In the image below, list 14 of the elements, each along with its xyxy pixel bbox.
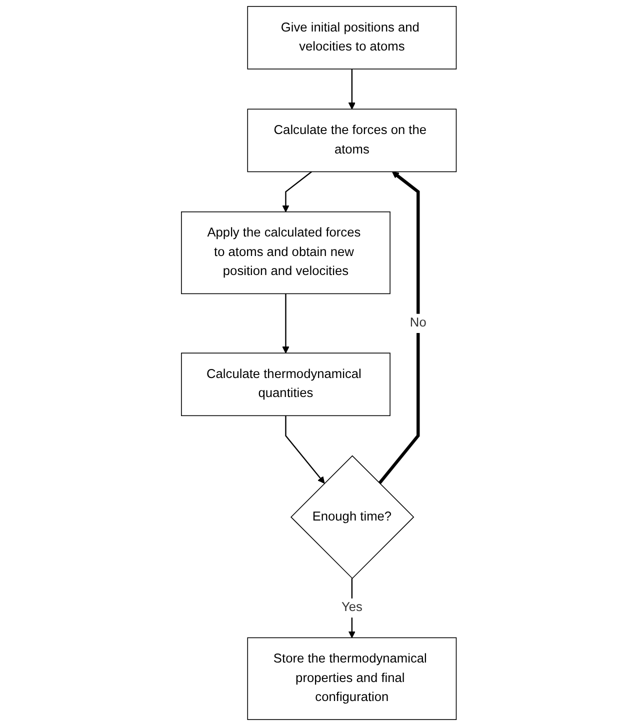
arrow [348,69,356,110]
node-box: Give initial positions and velocities to atoms [247,6,457,70]
edge-label: No [410,316,426,330]
arrow [348,578,356,638]
node-box: Calculate the forces on the atoms [247,108,457,172]
arrow [282,294,290,354]
node-box: Apply the calculated forces to atoms and obtain new position and velocities [181,211,391,294]
arrow [378,171,420,484]
node-box: Calculate thermodynamical quantities [181,352,391,416]
node-box: Store the thermodynamical properties and final configuration [247,637,457,720]
arrow [285,416,325,484]
edge-label: Yes [342,600,363,614]
arrow [282,171,312,212]
node-diamond: Enough time? [290,455,414,579]
